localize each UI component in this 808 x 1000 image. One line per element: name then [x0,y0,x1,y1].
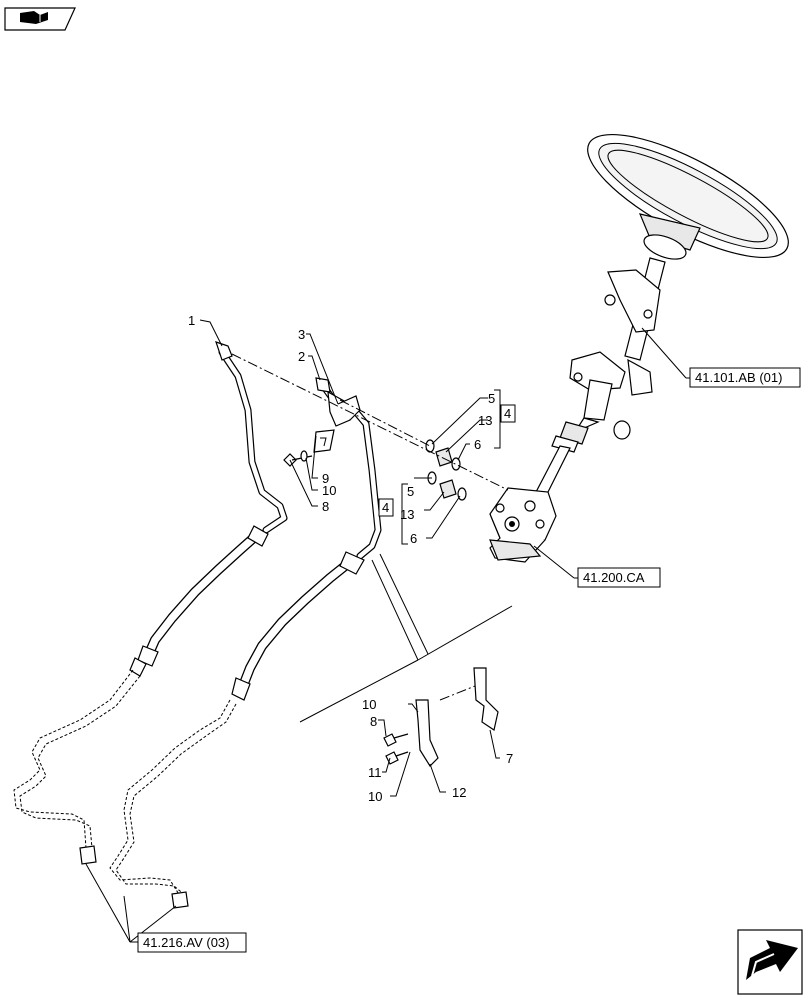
callout-6-upper[interactable]: 6 [474,437,481,452]
ref-steering-unit-label: 41.200.CA [583,570,645,585]
bolt-8-lower [383,733,409,747]
pipe-1 [129,341,288,677]
callout-6-lower[interactable]: 6 [410,531,417,546]
leader-lines [85,319,687,943]
callout-9[interactable]: 9 [322,471,329,486]
callout-10-detail-bottom[interactable]: 10 [368,789,382,804]
bolt-8-upper [283,453,313,467]
callout-11[interactable]: 11 [368,765,382,780]
connected-lines-dashed [13,669,237,909]
ref-lines[interactable]: 41.216.AV (03) [130,932,247,953]
callout-8-upper[interactable]: 8 [322,499,329,514]
callout-5-upper[interactable]: 5 [488,391,495,406]
callout-13-upper[interactable]: 13 [478,413,492,428]
callout-3[interactable]: 3 [298,327,305,342]
ref-steering-column[interactable]: 41.101.AB (01) [686,367,801,388]
seals-lower [427,471,467,501]
callout-10-detail-top[interactable]: 10 [362,697,376,712]
callout-4-upper-box[interactable]: 4 [500,404,516,423]
callout-4-lower: 4 [382,500,389,515]
callout-10-upper[interactable]: 10 [322,483,336,498]
callout-4-upper: 4 [504,406,511,421]
washer-10-upper [300,450,308,462]
ref-steering-column-label: 41.101.AB (01) [695,370,782,385]
ref-steering-unit[interactable]: 41.200.CA [574,567,661,588]
callout-12[interactable]: 12 [452,785,466,800]
clamp-12 [415,699,439,767]
clamp-3 [327,390,361,427]
ref-lines-label: 41.216.AV (03) [143,935,229,950]
callout-2[interactable]: 2 [298,349,305,364]
callout-7[interactable]: 7 [506,751,513,766]
bracket-9 [313,429,335,453]
seals-upper [425,439,461,471]
steering-wheel [587,133,789,260]
open-book-icon[interactable] [4,7,76,31]
callout-1[interactable]: 1 [188,313,195,328]
centerlines [231,353,509,701]
next-page-arrow-icon[interactable] [737,929,803,995]
callout-8-lower[interactable]: 8 [370,714,377,729]
detail-separator-lines [299,553,513,723]
callout-labels: 1 3 2 9 10 8 5 13 6 5 13 6 10 8 11 10 12… [188,313,513,804]
steering-unit [489,487,557,563]
group-brackets [401,389,501,545]
callout-13-lower[interactable]: 13 [400,507,414,522]
steering-column [534,257,666,499]
callout-4-lower-box[interactable]: 4 [378,498,394,517]
bracket-7 [473,667,499,731]
callout-5-lower[interactable]: 5 [407,484,414,499]
